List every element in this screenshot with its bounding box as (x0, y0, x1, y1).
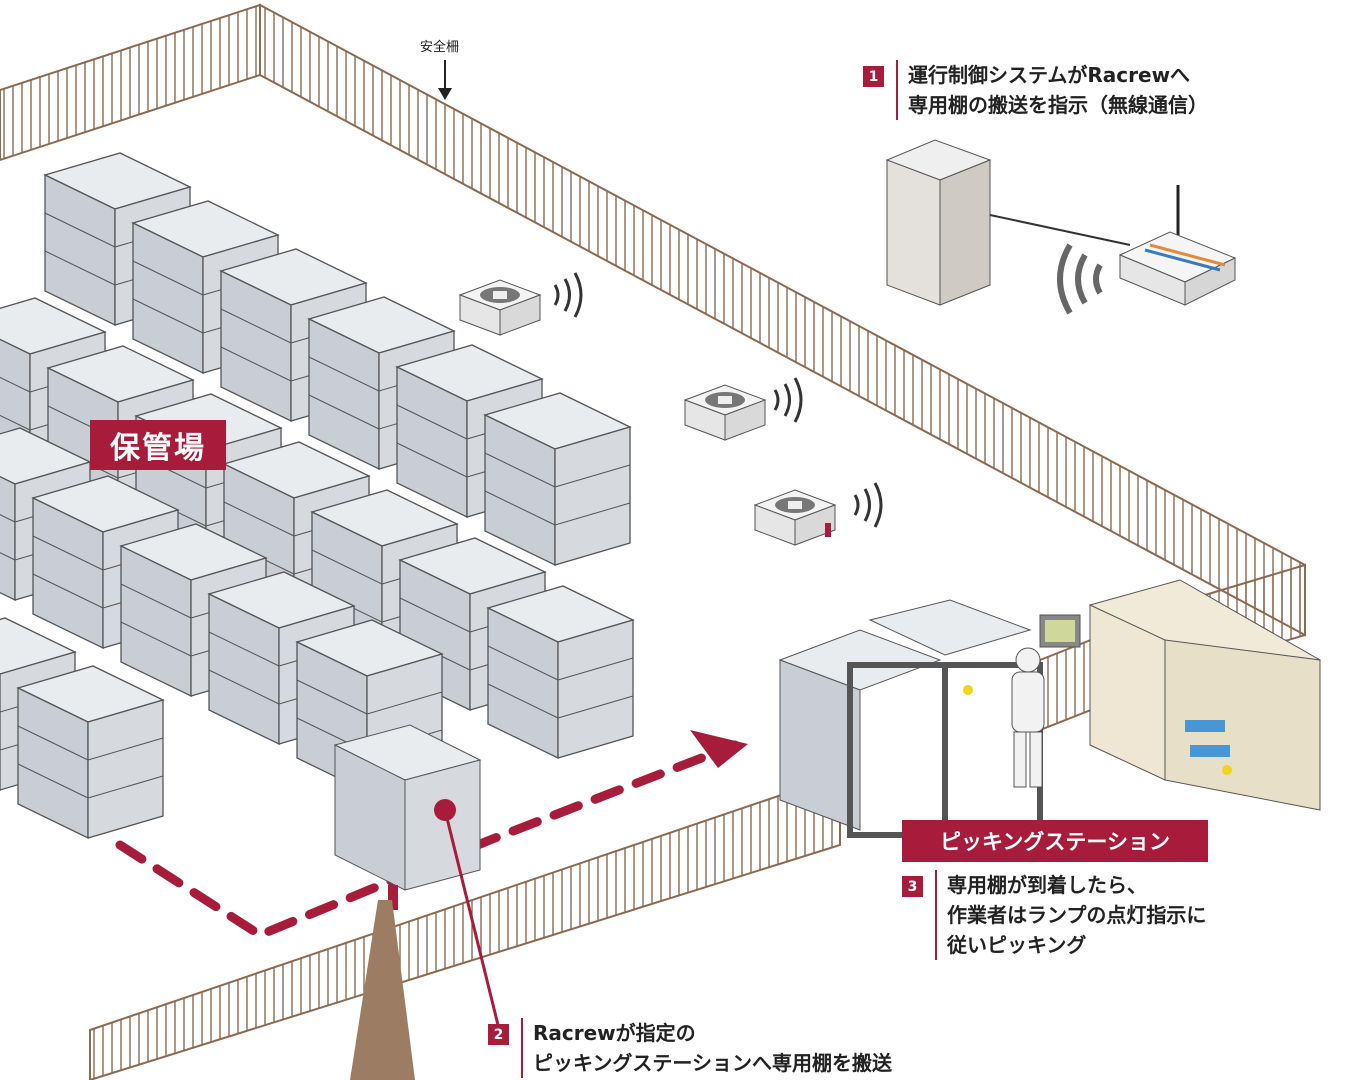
step-text: Racrewが指定の ピッキングステーションへ専用棚を搬送 (521, 1018, 892, 1078)
storage-area-label: 保管場 (90, 420, 226, 470)
step-line: 作業者はランプの点灯指示に (947, 903, 1207, 927)
safety-fence-label: 安全柵 (420, 40, 460, 55)
picking-station (778, 579, 1322, 838)
step-line: Racrewが指定の (533, 1021, 696, 1045)
server-icon (885, 139, 1131, 306)
step-2-note: 2 Racrewが指定の ピッキングステーションへ専用棚を搬送 (488, 1018, 892, 1078)
router-icon (1118, 185, 1237, 306)
step-number: 1 (863, 66, 884, 87)
storage-racks (0, 152, 635, 840)
route-arrow (115, 730, 748, 941)
step-line: 運行制御システムがRacrewへ (908, 63, 1191, 87)
step-number: 3 (902, 876, 923, 897)
transported-rack (333, 724, 500, 1080)
racrew-robot-2 (683, 384, 767, 441)
storage-rack (483, 392, 632, 567)
step-number: 2 (488, 1024, 509, 1045)
step-line: 専用棚が到着したら、 (947, 873, 1147, 897)
step-line: ピッキングステーションへ専用棚を搬送 (533, 1051, 892, 1075)
storage-rack (486, 585, 635, 760)
wireless-signal-icon (553, 243, 1103, 528)
racrew-robot-1 (458, 279, 542, 336)
step-line: 従いピッキング (947, 933, 1087, 957)
racrew-robot-3 (753, 489, 837, 546)
step-text: 専用棚が到着したら、 作業者はランプの点灯指示に 従いピッキング (935, 870, 1206, 960)
step-text: 運行制御システムがRacrewへ 専用棚の搬送を指示（無線通信） (896, 60, 1208, 120)
step-1-note: 1 運行制御システムがRacrewへ 専用棚の搬送を指示（無線通信） (863, 60, 1208, 120)
step-3-note: 3 専用棚が到着したら、 作業者はランプの点灯指示に 従いピッキング (902, 870, 1206, 960)
step-line: 専用棚の搬送を指示（無線通信） (908, 93, 1208, 117)
picking-station-label: ピッキングステーション (902, 820, 1208, 862)
storage-rack (16, 665, 165, 840)
fence-pointer-arrow (438, 60, 452, 100)
